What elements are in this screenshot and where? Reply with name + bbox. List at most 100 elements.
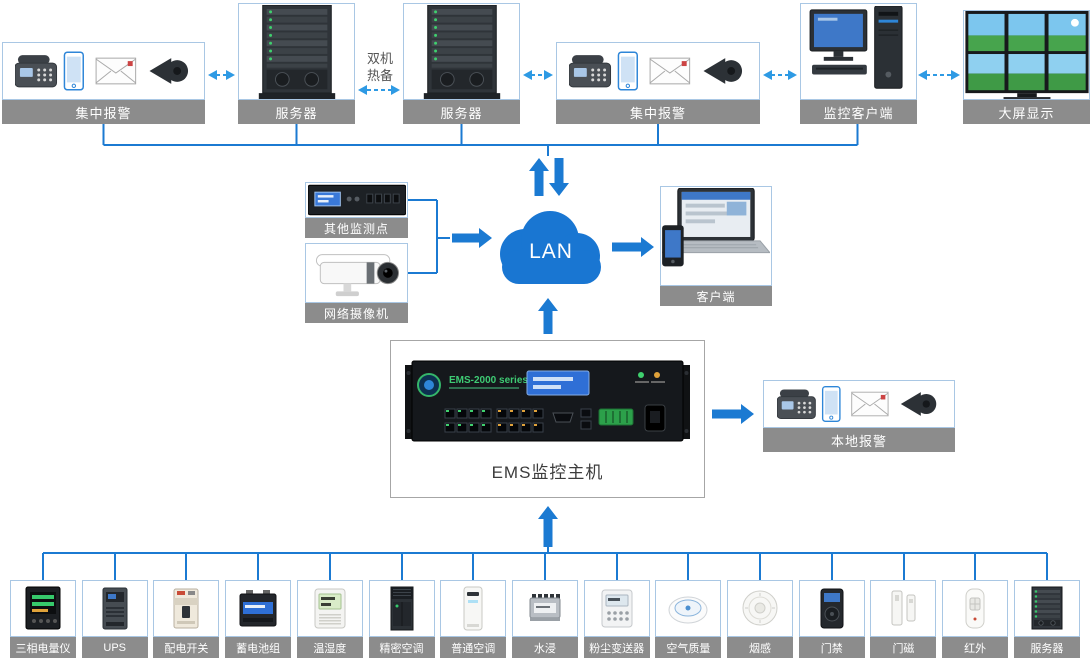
label-alarm-left: 集中报警	[2, 100, 205, 124]
breaker-icon	[173, 588, 199, 628]
label-power-meter: 三相电量仪	[10, 637, 76, 658]
smoke-detector-icon	[742, 590, 778, 625]
speaker-icon	[703, 58, 743, 84]
camera-box: 网络摄像机	[305, 243, 408, 323]
label-breaker: 配电开关	[153, 637, 220, 658]
speaker-icon	[900, 392, 937, 416]
server-left-box: 服务器	[238, 3, 355, 124]
device-cabinet-ac: 普通空调	[440, 580, 507, 658]
mini-server-icon	[1031, 586, 1063, 629]
label-smoke-detector: 烟感	[727, 637, 794, 658]
alarm-right-icons	[556, 42, 760, 100]
alarm-icon-group	[14, 51, 188, 91]
desktop-pc-icon	[809, 5, 903, 89]
device-air-quality: 空气质量	[655, 580, 722, 658]
label-local-alarm: 本地报警	[763, 428, 955, 452]
big-screen-box: 大屏显示	[963, 10, 1090, 124]
cloud-icon	[500, 211, 601, 284]
device-ups: UPS	[81, 580, 148, 658]
device-battery: 蓄电池组	[225, 580, 292, 658]
dust-transmitter-icon	[601, 589, 633, 627]
label-camera: 网络摄像机	[305, 303, 408, 323]
phone-icon	[14, 55, 57, 88]
device-water-sensor: 水浸	[511, 580, 578, 658]
label-monitor-point: 其他监测点	[305, 218, 408, 238]
monitor-point-box: 其他监测点	[305, 182, 408, 238]
label-air-quality: 空气质量	[655, 637, 722, 658]
device-infrared: 红外	[942, 580, 1009, 658]
ems-host-box: EMS-2000 series	[390, 340, 705, 498]
ems-model-text: EMS-2000 series	[449, 375, 528, 386]
power-meter-icon	[25, 586, 61, 629]
water-sensor-icon	[529, 593, 561, 621]
monitor-client-box: 监控客户端	[800, 3, 917, 124]
ip-camera-icon	[315, 254, 399, 297]
label-big-screen: 大屏显示	[963, 100, 1090, 124]
device-precision-ac: 精密空调	[368, 580, 435, 658]
mail-icon	[851, 391, 889, 417]
alarm-icon-group	[777, 386, 937, 422]
smartphone-icon	[821, 386, 841, 422]
battery-icon	[239, 589, 277, 626]
precision-ac-icon	[390, 586, 414, 630]
label-battery: 蓄电池组	[225, 637, 292, 658]
alarm-left-icons	[2, 42, 205, 100]
air-quality-icon	[668, 596, 708, 623]
device-breaker: 配电开关	[153, 580, 220, 658]
device-dust-transmitter: 粉尘变送器	[583, 580, 650, 658]
server-right-box: 服务器	[403, 3, 520, 124]
video-wall-icon	[964, 11, 1089, 99]
ups-icon	[102, 587, 128, 629]
ems-host-label: EMS监控主机	[491, 463, 604, 482]
smartphone-icon	[63, 51, 84, 91]
mail-icon	[649, 57, 691, 85]
bottom-device-row: 三相电量仪 UPS	[10, 580, 1080, 658]
device-server: 服务器	[1013, 580, 1080, 658]
phone-icon	[777, 389, 816, 419]
rack-device-icon	[307, 184, 406, 216]
access-control-icon	[820, 588, 844, 628]
alarm-left-box: 集中报警	[2, 42, 205, 124]
hot-standby-note: 双机 热备	[357, 50, 403, 84]
label-server-bottom: 服务器	[1013, 637, 1080, 658]
label-door-magnet: 门磁	[870, 637, 937, 658]
label-precision-ac: 精密空调	[368, 637, 435, 658]
device-access-control: 门禁	[798, 580, 865, 658]
phone-icon	[569, 55, 612, 88]
smartphone-icon	[617, 51, 638, 91]
local-alarm-box: 本地报警	[763, 380, 955, 452]
ems-rack-icon: EMS-2000 series	[405, 360, 690, 442]
hot-standby-line1: 双机	[366, 51, 393, 66]
speaker-icon	[148, 58, 188, 84]
label-dust-transmitter: 粉尘变送器	[583, 637, 650, 658]
server-rack-icon	[258, 4, 335, 99]
cabinet-ac-icon	[463, 586, 483, 630]
label-server-left: 服务器	[238, 100, 355, 124]
device-smoke-detector: 烟感	[727, 580, 794, 658]
label-water-sensor: 水浸	[511, 637, 578, 658]
device-temp-humidity: 温湿度	[296, 580, 363, 658]
label-monitor-client: 监控客户端	[800, 100, 917, 124]
infrared-sensor-icon	[965, 588, 985, 628]
label-temp-humidity: 温湿度	[296, 637, 363, 658]
server-rack-icon	[423, 4, 500, 99]
device-power-meter: 三相电量仪	[10, 580, 76, 658]
label-client: 客户端	[660, 286, 772, 306]
label-cabinet-ac: 普通空调	[440, 637, 507, 658]
mail-icon	[95, 57, 136, 85]
local-alarm-icons	[763, 380, 955, 428]
label-ups: UPS	[81, 637, 148, 658]
lan-cloud: LAN	[493, 198, 609, 294]
client-box: 客户端	[660, 186, 772, 306]
hot-standby-line2: 热备	[366, 68, 393, 83]
label-alarm-right: 集中报警	[556, 100, 760, 124]
laptop-client-icon	[662, 188, 770, 267]
alarm-right-box: 集中报警	[556, 42, 760, 124]
label-server-right: 服务器	[403, 100, 520, 124]
door-magnet-icon	[891, 590, 916, 625]
label-access-control: 门禁	[798, 637, 865, 658]
device-door-magnet: 门磁	[870, 580, 937, 658]
label-infrared: 红外	[942, 637, 1009, 658]
temp-humidity-icon	[314, 588, 346, 628]
